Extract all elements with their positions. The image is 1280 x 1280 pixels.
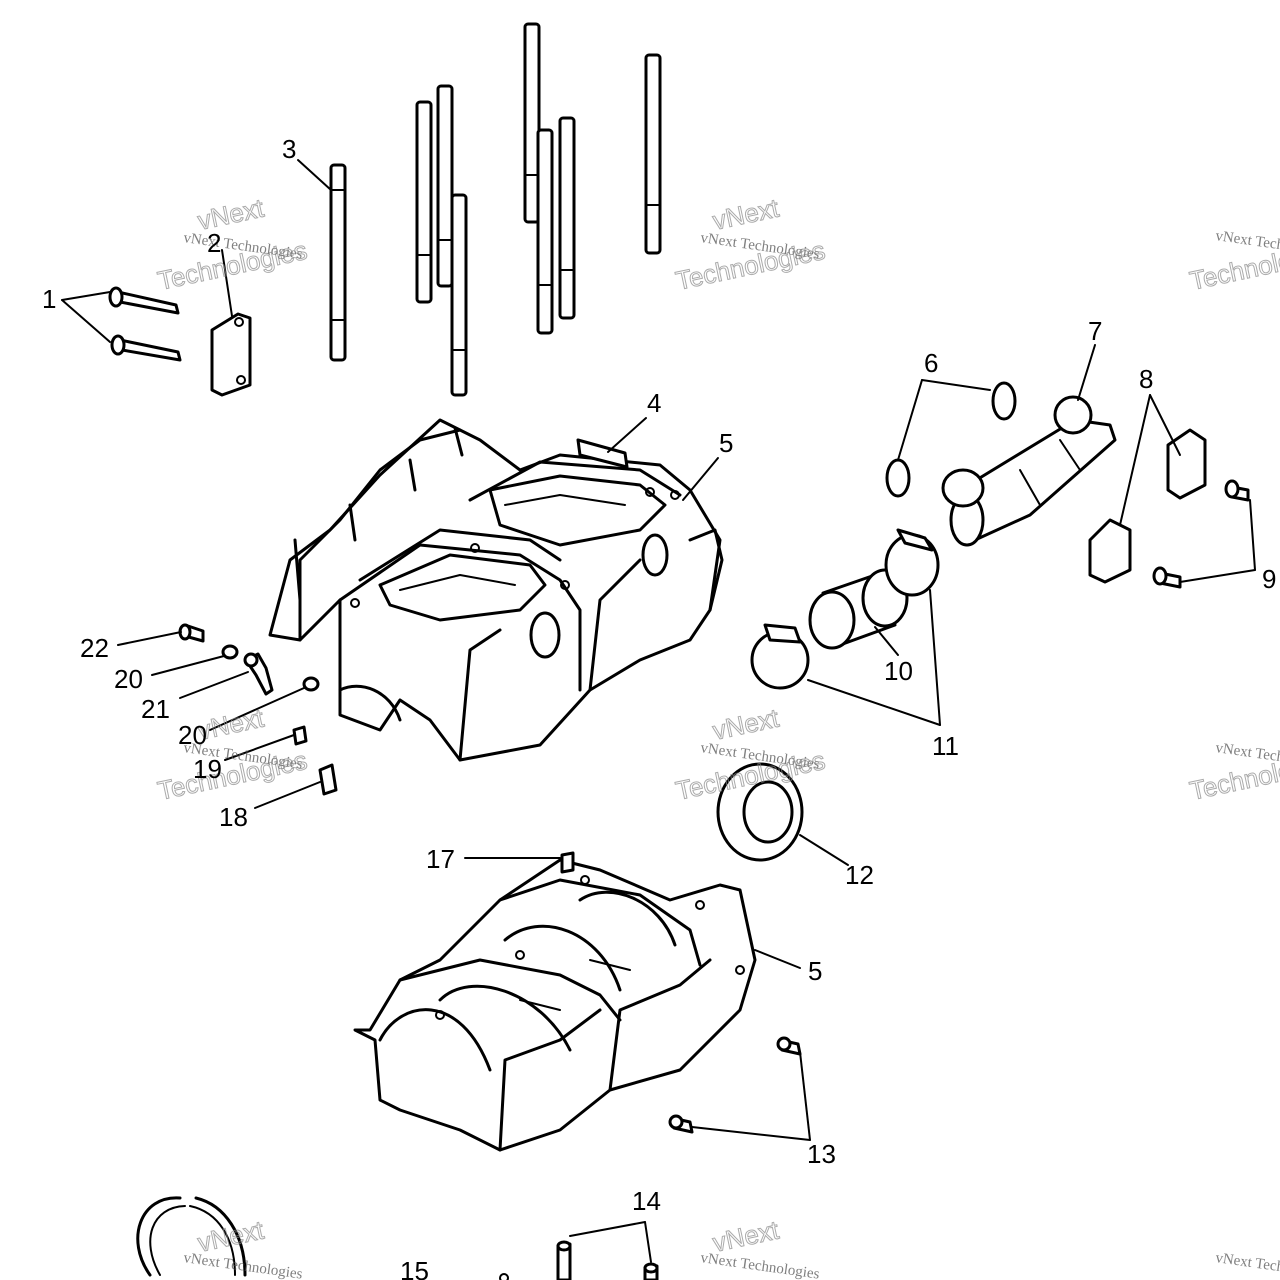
callout-5-upper: 5 bbox=[719, 428, 733, 458]
callout-2: 2 bbox=[207, 228, 221, 258]
upper-crankcase-half bbox=[268, 418, 724, 762]
callout-14: 14 bbox=[632, 1186, 661, 1216]
callout-12: 12 bbox=[845, 860, 874, 890]
sleeve-and-clamps bbox=[750, 528, 940, 690]
callout-21: 21 bbox=[141, 694, 170, 724]
callout-5-lower: 5 bbox=[808, 956, 822, 986]
oil-seal bbox=[716, 762, 804, 862]
callout-18: 18 bbox=[219, 802, 248, 832]
callout-17: 17 bbox=[426, 844, 455, 874]
plugs bbox=[668, 1036, 802, 1134]
watermark-text: vNext bbox=[710, 703, 782, 746]
callout-9: 9 bbox=[1262, 564, 1276, 594]
hose-fitting-assembly bbox=[885, 381, 1117, 547]
callout-6: 6 bbox=[924, 348, 938, 378]
callout-7: 7 bbox=[1088, 316, 1102, 346]
callout-13: 13 bbox=[807, 1139, 836, 1169]
lower-crankcase-half bbox=[353, 851, 757, 1152]
callout-4: 4 bbox=[647, 388, 661, 418]
callout-labels: 1 2 3 4 5 6 7 8 9 10 11 12 13 14 15 17 1… bbox=[42, 134, 1276, 1280]
callout-19: 19 bbox=[193, 754, 222, 784]
watermark-group: vNext Technologies vNext Technologies vN… bbox=[155, 192, 1280, 1280]
brackets-and-screws bbox=[1088, 428, 1250, 589]
callout-1: 1 bbox=[42, 284, 56, 314]
watermark-text: vNext Technologies bbox=[1214, 1250, 1280, 1280]
watermark-text: vNext bbox=[195, 1215, 267, 1258]
callout-15: 15 bbox=[400, 1256, 429, 1280]
small-fittings bbox=[178, 623, 338, 796]
callout-10: 10 bbox=[884, 656, 913, 686]
watermark-text: vNext bbox=[710, 1215, 782, 1258]
leader-lines bbox=[61, 159, 1256, 1263]
cylinder-studs bbox=[329, 22, 662, 397]
watermark-text: vNext bbox=[710, 193, 782, 236]
bolts-and-cover-plate bbox=[108, 286, 252, 397]
callout-22: 22 bbox=[80, 633, 109, 663]
dowel-pin bbox=[576, 438, 629, 469]
snap-ring-and-pins bbox=[136, 1196, 659, 1280]
callout-8: 8 bbox=[1139, 364, 1153, 394]
callout-20-upper: 20 bbox=[114, 664, 143, 694]
callout-11: 11 bbox=[932, 731, 959, 761]
callout-3: 3 bbox=[282, 134, 296, 164]
watermark-text: vNext bbox=[195, 193, 267, 236]
callout-20-lower: 20 bbox=[178, 720, 207, 750]
